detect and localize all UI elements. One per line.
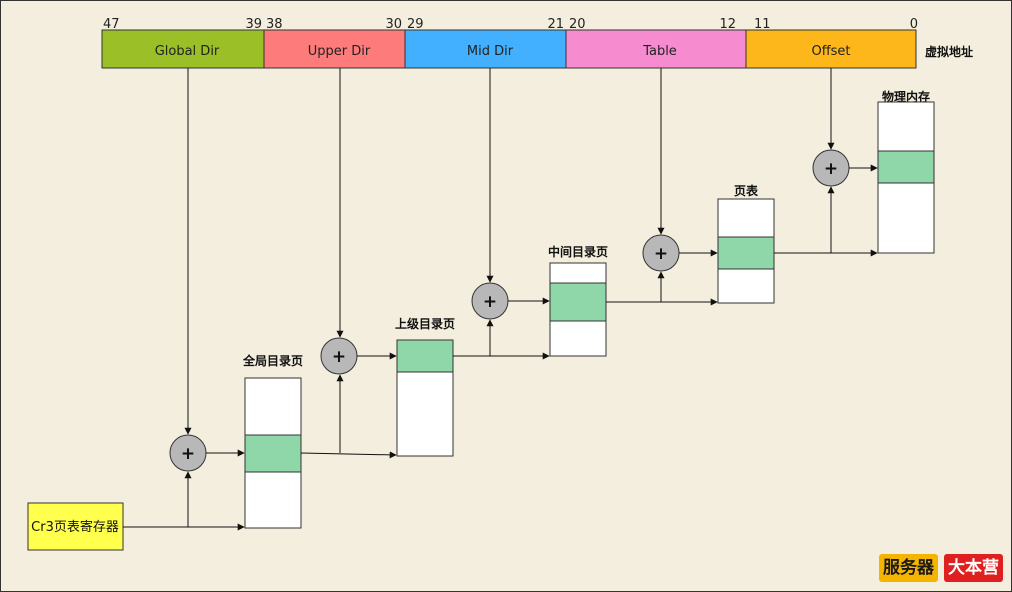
field-label-global-dir: Global Dir [155,44,220,59]
mid-dir-table: 中间目录页 [548,244,608,357]
virtual-address-label: 虚拟地址 [925,44,973,59]
arrow-global-entry-to-upper-table [300,451,397,459]
adder-symbol-5: + [824,159,838,179]
virtual-address-bar: Global Dir Upper Dir Mid Dir Table Offse… [101,17,973,69]
table-entry-upper [396,339,454,373]
table-entry-page [717,236,775,270]
table-entry-physical [877,150,935,184]
bit-label-30: 30 [385,17,402,32]
cr3-box [27,502,124,551]
upper-dir-table: 上级目录页 [395,316,455,457]
bit-label-20: 20 [569,17,586,32]
bit-label-0: 0 [910,17,918,32]
table-title-global: 全局目录页 [242,353,303,368]
cr3-register: Cr3页表寄存器 [27,502,124,551]
watermark-left: 服务器 [879,554,938,582]
field-label-table: Table [642,44,677,59]
adder-5: + [812,149,850,187]
adder-4: + [642,234,680,272]
cr3-label: Cr3页表寄存器 [31,519,119,535]
table-entry-mid [549,282,607,322]
table-title-mid: 中间目录页 [548,244,608,259]
adder-symbol-3: + [483,292,497,312]
bit-label-47: 47 [103,17,120,32]
watermark-right: 大本营 [944,554,1003,582]
field-label-mid-dir: Mid Dir [467,44,514,59]
adder-symbol-1: + [181,444,195,464]
page-table: 页表 [717,183,775,304]
bit-label-12: 12 [719,17,736,32]
physical-memory: 物理内存 [877,89,935,254]
table-entry-global [244,434,302,473]
field-label-offset: Offset [811,44,850,59]
bit-label-38: 38 [266,17,283,32]
field-table [565,29,747,69]
adder-3: + [471,282,509,320]
table-title-page: 页表 [734,183,759,198]
adder-1: + [169,434,207,472]
field-global-dir [101,29,265,69]
adder-symbol-4: + [654,244,668,264]
field-mid-dir [404,29,567,69]
table-title-upper: 上级目录页 [395,316,455,331]
adder-2: + [320,337,358,375]
field-upper-dir [263,29,406,69]
connectors [123,68,878,531]
table-title-physical: 物理内存 [882,89,930,104]
bit-label-39: 39 [245,17,262,32]
bit-label-29: 29 [407,17,424,32]
bit-label-21: 21 [547,17,564,32]
global-dir-table: 全局目录页 [242,353,303,529]
bit-label-11: 11 [754,17,771,32]
field-label-upper-dir: Upper Dir [308,44,371,59]
adder-symbol-2: + [332,347,346,367]
